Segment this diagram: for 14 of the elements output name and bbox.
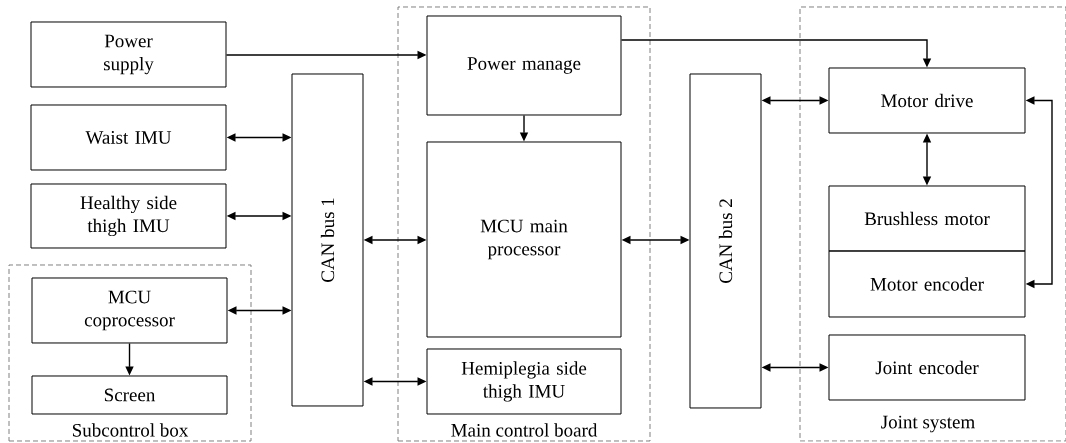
block-box: Hemiplegia side thigh IMU	[426, 348, 622, 415]
block-box: MCU main processor	[426, 141, 622, 338]
block-box: Healthy side thigh IMU	[30, 183, 227, 249]
block-box: Screen	[31, 375, 228, 415]
block-box: Brushless motor	[828, 185, 1026, 252]
block-box: Motor drive	[828, 67, 1026, 134]
bus-bar: CAN bus 1	[291, 73, 364, 407]
block-box: Motor encoder	[828, 250, 1026, 318]
bus-bar: CAN bus 2	[689, 73, 762, 409]
block-box: Waist IMU	[30, 104, 227, 171]
block-box: Power manage	[426, 15, 622, 116]
block-box: Power supply	[30, 21, 227, 88]
block-box: Joint encoder	[828, 334, 1026, 401]
block-box: MCU coprocessor	[31, 277, 228, 344]
